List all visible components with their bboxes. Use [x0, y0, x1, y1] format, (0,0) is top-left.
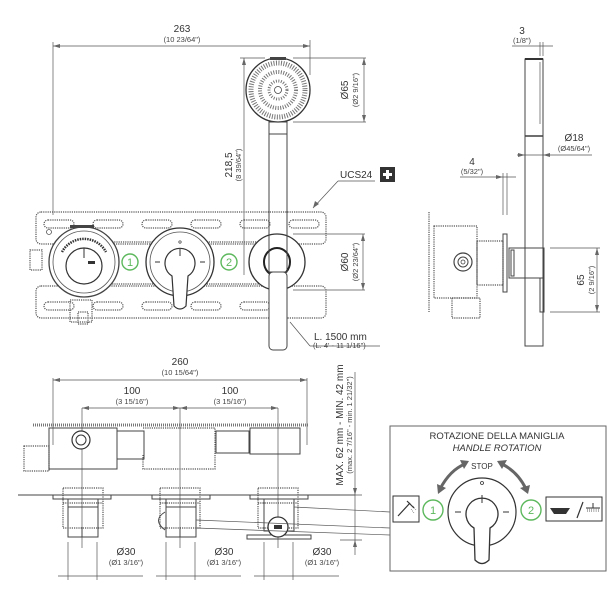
spacing-1-value: 100: [124, 386, 141, 397]
bathtub-overhead-shower-icon: [545, 496, 603, 522]
width-dim-inch: (10 23/64"): [164, 35, 201, 44]
diameter-1-value: Ø30: [117, 547, 136, 558]
side-view: 3 (1/8") Ø18 (Ø45/64") 4 (5/32") 65: [428, 26, 600, 347]
front-position-2: 2: [226, 257, 232, 269]
diverter-knob-side: [165, 506, 197, 538]
front-position-1: 1: [127, 257, 133, 269]
bar-dim-inch: (Ø45/64"): [558, 144, 591, 153]
holder-dim-value: 65: [576, 274, 587, 286]
plate-dim-value: 4: [469, 157, 475, 168]
flange-dim-value: Ø60: [340, 252, 351, 271]
top-dim-value: 3: [519, 26, 525, 37]
spacing-2-value: 100: [222, 386, 239, 397]
holder-dim-inch: (2 9/16"): [587, 265, 596, 294]
overall-dim-value: 260: [172, 357, 189, 368]
height-dim-value: 218,5: [224, 152, 235, 177]
hose-length-inch: (L. 4' - 11 1/16"): [313, 341, 366, 350]
overall-dim-inch: (10 15/64"): [162, 368, 199, 377]
flange-dim-inch: (Ø2 23/64"): [351, 242, 360, 281]
rotation-position-2: 2: [528, 505, 534, 517]
diameter-1-inch: (Ø1 3/16"): [109, 558, 144, 567]
plate-dim-inch: (5/32"): [461, 167, 484, 176]
spacing-1-inch: (3 15/16"): [116, 397, 149, 406]
valve-body-side: [433, 225, 478, 299]
shower-head-dim-value: Ø65: [340, 80, 351, 99]
front-view: 263 (10 23/64") Ø65 (Ø2 9/16") 218,5 (8 …: [29, 24, 395, 351]
width-dim-value: 263: [174, 24, 191, 35]
spacing-2-inch: (3 15/16"): [214, 397, 247, 406]
depth-dim-inch: (max. 2 7/16" - min. 1 21/32"): [345, 376, 354, 474]
diameter-2-inch: (Ø1 3/16"): [207, 558, 242, 567]
shower-head-dim-inch: (Ø2 9/16"): [351, 72, 360, 107]
diameter-2-value: Ø30: [215, 547, 234, 558]
rotation-subtitle: HANDLE ROTATION: [453, 443, 542, 454]
hose-length-value: L. 1500 mm: [314, 332, 367, 343]
handle-rotation-box: ROTAZIONE DELLA MANIGLIA HANDLE ROTATION…: [389, 425, 607, 572]
handle-side: [524, 135, 544, 347]
diameter-3-value: Ø30: [313, 547, 332, 558]
rotation-position-1: 1: [430, 505, 436, 517]
hand-shower-icon: [392, 495, 420, 523]
depth-dim-value: MAX. 62 mm - MIN. 42 mm: [335, 364, 346, 485]
thermostat-knob-side: [67, 506, 99, 538]
stop-label: STOP: [471, 462, 493, 471]
plan-view: 260 (10 15/64") 100 (3 15/16") 100 (3 15…: [18, 357, 391, 580]
rotation-title: ROTAZIONE DELLA MANIGLIA: [430, 431, 566, 442]
callout-label: UCS24: [340, 170, 373, 181]
height-dim-inch: (8 39/64"): [234, 148, 243, 181]
rotation-lever: [465, 497, 499, 565]
diameter-3-inch: (Ø1 3/16"): [305, 558, 340, 567]
bar-dim-value: Ø18: [565, 133, 584, 144]
top-dim-inch: (1/8"): [513, 36, 532, 45]
